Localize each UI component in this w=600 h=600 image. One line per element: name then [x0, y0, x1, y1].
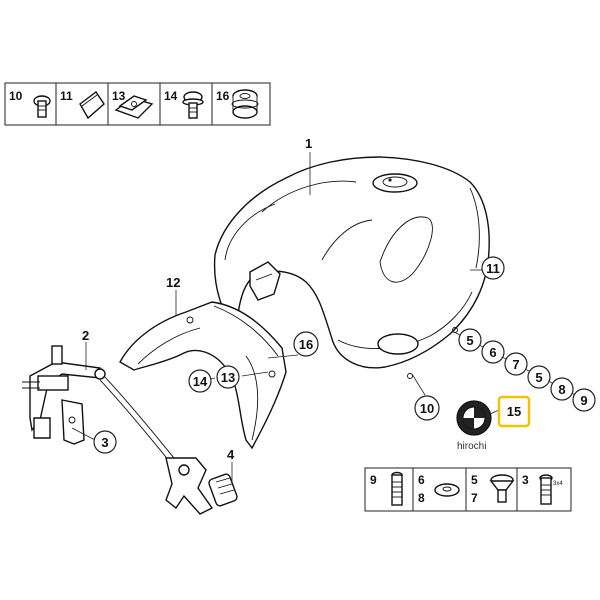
callout-10: 10 — [414, 395, 440, 421]
legend-number-14: 14 — [164, 89, 178, 103]
callout-8: 8 — [550, 377, 574, 401]
legend-number-8: 8 — [418, 491, 425, 505]
legend-number-3: 3 — [522, 473, 529, 487]
callout-11: 11 — [481, 256, 505, 280]
legend-number-6: 6 — [418, 473, 425, 487]
callout-14-label: 14 — [193, 374, 208, 389]
legend-number-10: 10 — [9, 89, 23, 103]
flange-screw-icon — [182, 91, 204, 119]
callout-3-label: 3 — [101, 435, 108, 450]
callout-5a-label: 5 — [466, 333, 473, 348]
callout-12: 12 — [166, 275, 180, 290]
tank-bracket — [22, 345, 106, 445]
callout-16: 16 — [293, 331, 319, 357]
callout-3: 3 — [93, 430, 117, 454]
torx-screw-tag: 3x4 — [553, 481, 563, 487]
top-legend: 10 11 13 14 16 — [4, 82, 271, 126]
callout-6-label: 6 — [489, 345, 496, 360]
emblem — [456, 400, 492, 436]
highlight-box — [497, 395, 531, 428]
callout-10-label: 10 — [420, 401, 434, 416]
callout-7-label: 7 — [512, 357, 519, 372]
bottom-legend: 9 6 8 5 7 3 — [364, 467, 572, 512]
callout-1: 1 — [305, 136, 312, 151]
legend-number-13: 13 — [112, 89, 126, 103]
callout-13-label: 13 — [221, 370, 235, 385]
callout-5b: 5 — [527, 365, 551, 389]
button-head-bolt-icon — [33, 95, 51, 118]
callout-5b-label: 5 — [535, 370, 542, 385]
tank-strap — [99, 375, 238, 515]
callout-16-label: 16 — [299, 337, 313, 352]
callout-9-label: 9 — [580, 393, 587, 408]
rubber-grommet-icon — [231, 89, 259, 119]
callout-5a: 5 — [458, 328, 482, 352]
callout-9: 9 — [572, 388, 596, 412]
callout-11-label: 11 — [486, 261, 500, 276]
callout-6: 6 — [481, 340, 505, 364]
rubber-pad-icon — [79, 90, 105, 120]
legend-number-9: 9 — [370, 473, 377, 487]
callout-14: 14 — [188, 369, 212, 393]
washer-icon — [434, 483, 460, 497]
fuel-tank — [213, 156, 490, 379]
callout-15-highlighted: 15 — [497, 395, 531, 428]
countersunk-screw-icon — [489, 474, 515, 503]
callout-7: 7 — [504, 352, 528, 376]
legend-number-11: 11 — [60, 89, 73, 103]
callouts: 1 12 2 3 4 14 13 16 11 5 — [82, 136, 596, 462]
spring-clip-nut-icon — [114, 95, 154, 119]
callout-15-label: 15 — [507, 404, 521, 419]
callout-8-label: 8 — [558, 382, 565, 397]
legend-number-5: 5 — [471, 473, 478, 487]
legend-number-16: 16 — [216, 89, 230, 103]
legend-number-7: 7 — [471, 491, 478, 505]
side-cover — [119, 301, 287, 450]
callout-13: 13 — [216, 365, 240, 389]
callout-2: 2 — [82, 328, 89, 343]
callout-4: 4 — [227, 447, 235, 462]
hex-bolt-icon — [391, 471, 403, 506]
torx-screw-icon: 3x4 — [539, 474, 563, 505]
watermark: hirochi — [457, 441, 486, 452]
